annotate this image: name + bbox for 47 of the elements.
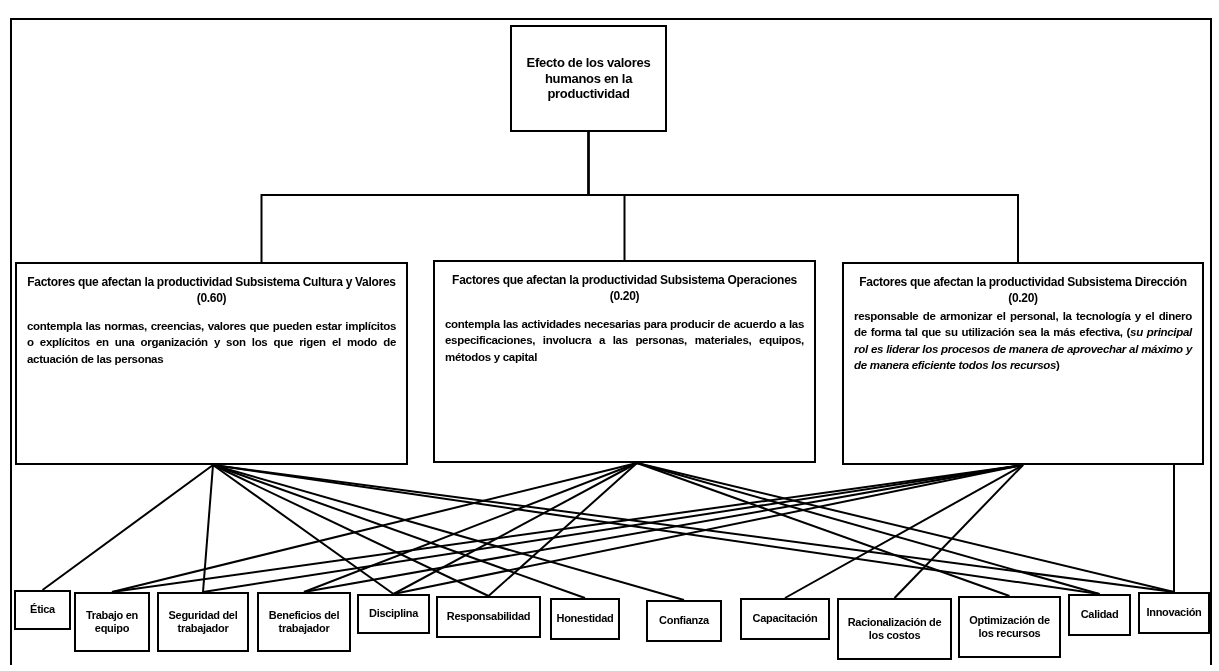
factor-box: [14, 590, 71, 630]
factor-box: [157, 592, 249, 652]
factor-box: [357, 594, 430, 634]
box-label: Responsabilidad: [446, 610, 531, 624]
subsystem-box: [842, 262, 1204, 465]
box-description: contempla las actividades necesarias para producir de acuerdo a las especificaciones, involucra a las personas, materiales, equipos, métodos y capital: [445, 317, 804, 365]
connector-line: [1173, 464, 1175, 593]
box-label: Ética: [30, 603, 55, 617]
connector-line: [202, 464, 214, 593]
box-description: responsable de armonizar el personal, la tecnología y el dinero de forma tal que su utilización sea la más efectiva, (su principal rol es liderar los procesos de manera de aprovechar al máximo y de manera eficiente todos los recursos): [854, 309, 1192, 373]
box-label: Trabajo en equipo: [85, 608, 139, 636]
connector-line: [587, 131, 1019, 263]
factor-box: [436, 596, 541, 638]
factor-box: [958, 596, 1061, 658]
box-label: Capacitación: [752, 612, 818, 626]
factor-box: [837, 598, 952, 660]
factor-box: [257, 592, 351, 652]
box-label: Calidad: [1080, 608, 1119, 622]
factor-box: [550, 598, 620, 640]
subsystem-box: [433, 260, 816, 463]
connector-line: [212, 464, 395, 595]
box-label: Racionalización de los costos: [846, 615, 943, 643]
factor-box: [74, 592, 150, 652]
box-heading: Factores que afectan la productividad Subsistema Dirección (0.20): [858, 274, 1188, 307]
factor-box: [646, 600, 722, 642]
box-label: Optimización de los recursos: [968, 613, 1051, 641]
connector-line: [784, 464, 1024, 599]
factor-box: [1138, 592, 1210, 634]
connector-line: [41, 464, 214, 591]
box-label: Honestidad: [556, 612, 614, 626]
box-heading: Factores que afectan la productividad Subsistema Operaciones (0.20): [451, 272, 798, 305]
subsystem-box: [15, 262, 408, 465]
box-label: Innovación: [1146, 606, 1202, 620]
box-label: Confianza: [659, 614, 709, 628]
connector-line: [392, 462, 638, 595]
box-label: Disciplina: [369, 607, 418, 621]
factor-box: [1068, 594, 1131, 636]
box-heading: Factores que afectan la productividad Subsistema Cultura y Valores (0.60): [27, 274, 396, 307]
box-description: contempla las normas, creencias, valores que pueden estar implícitos o explícitos en una organización y son los que rigen el modo de actuación de las personas: [27, 319, 396, 367]
connector-line: [487, 462, 638, 597]
box-label: Efecto de los valores humanos en la productividad: [525, 55, 652, 102]
connector-line: [893, 464, 1024, 599]
connector-line: [636, 462, 1011, 597]
box-label: Seguridad del trabajador: [167, 608, 239, 636]
root-box: [510, 25, 667, 132]
box-label: Beneficios del trabajador: [267, 608, 341, 636]
factor-box: [740, 598, 830, 640]
